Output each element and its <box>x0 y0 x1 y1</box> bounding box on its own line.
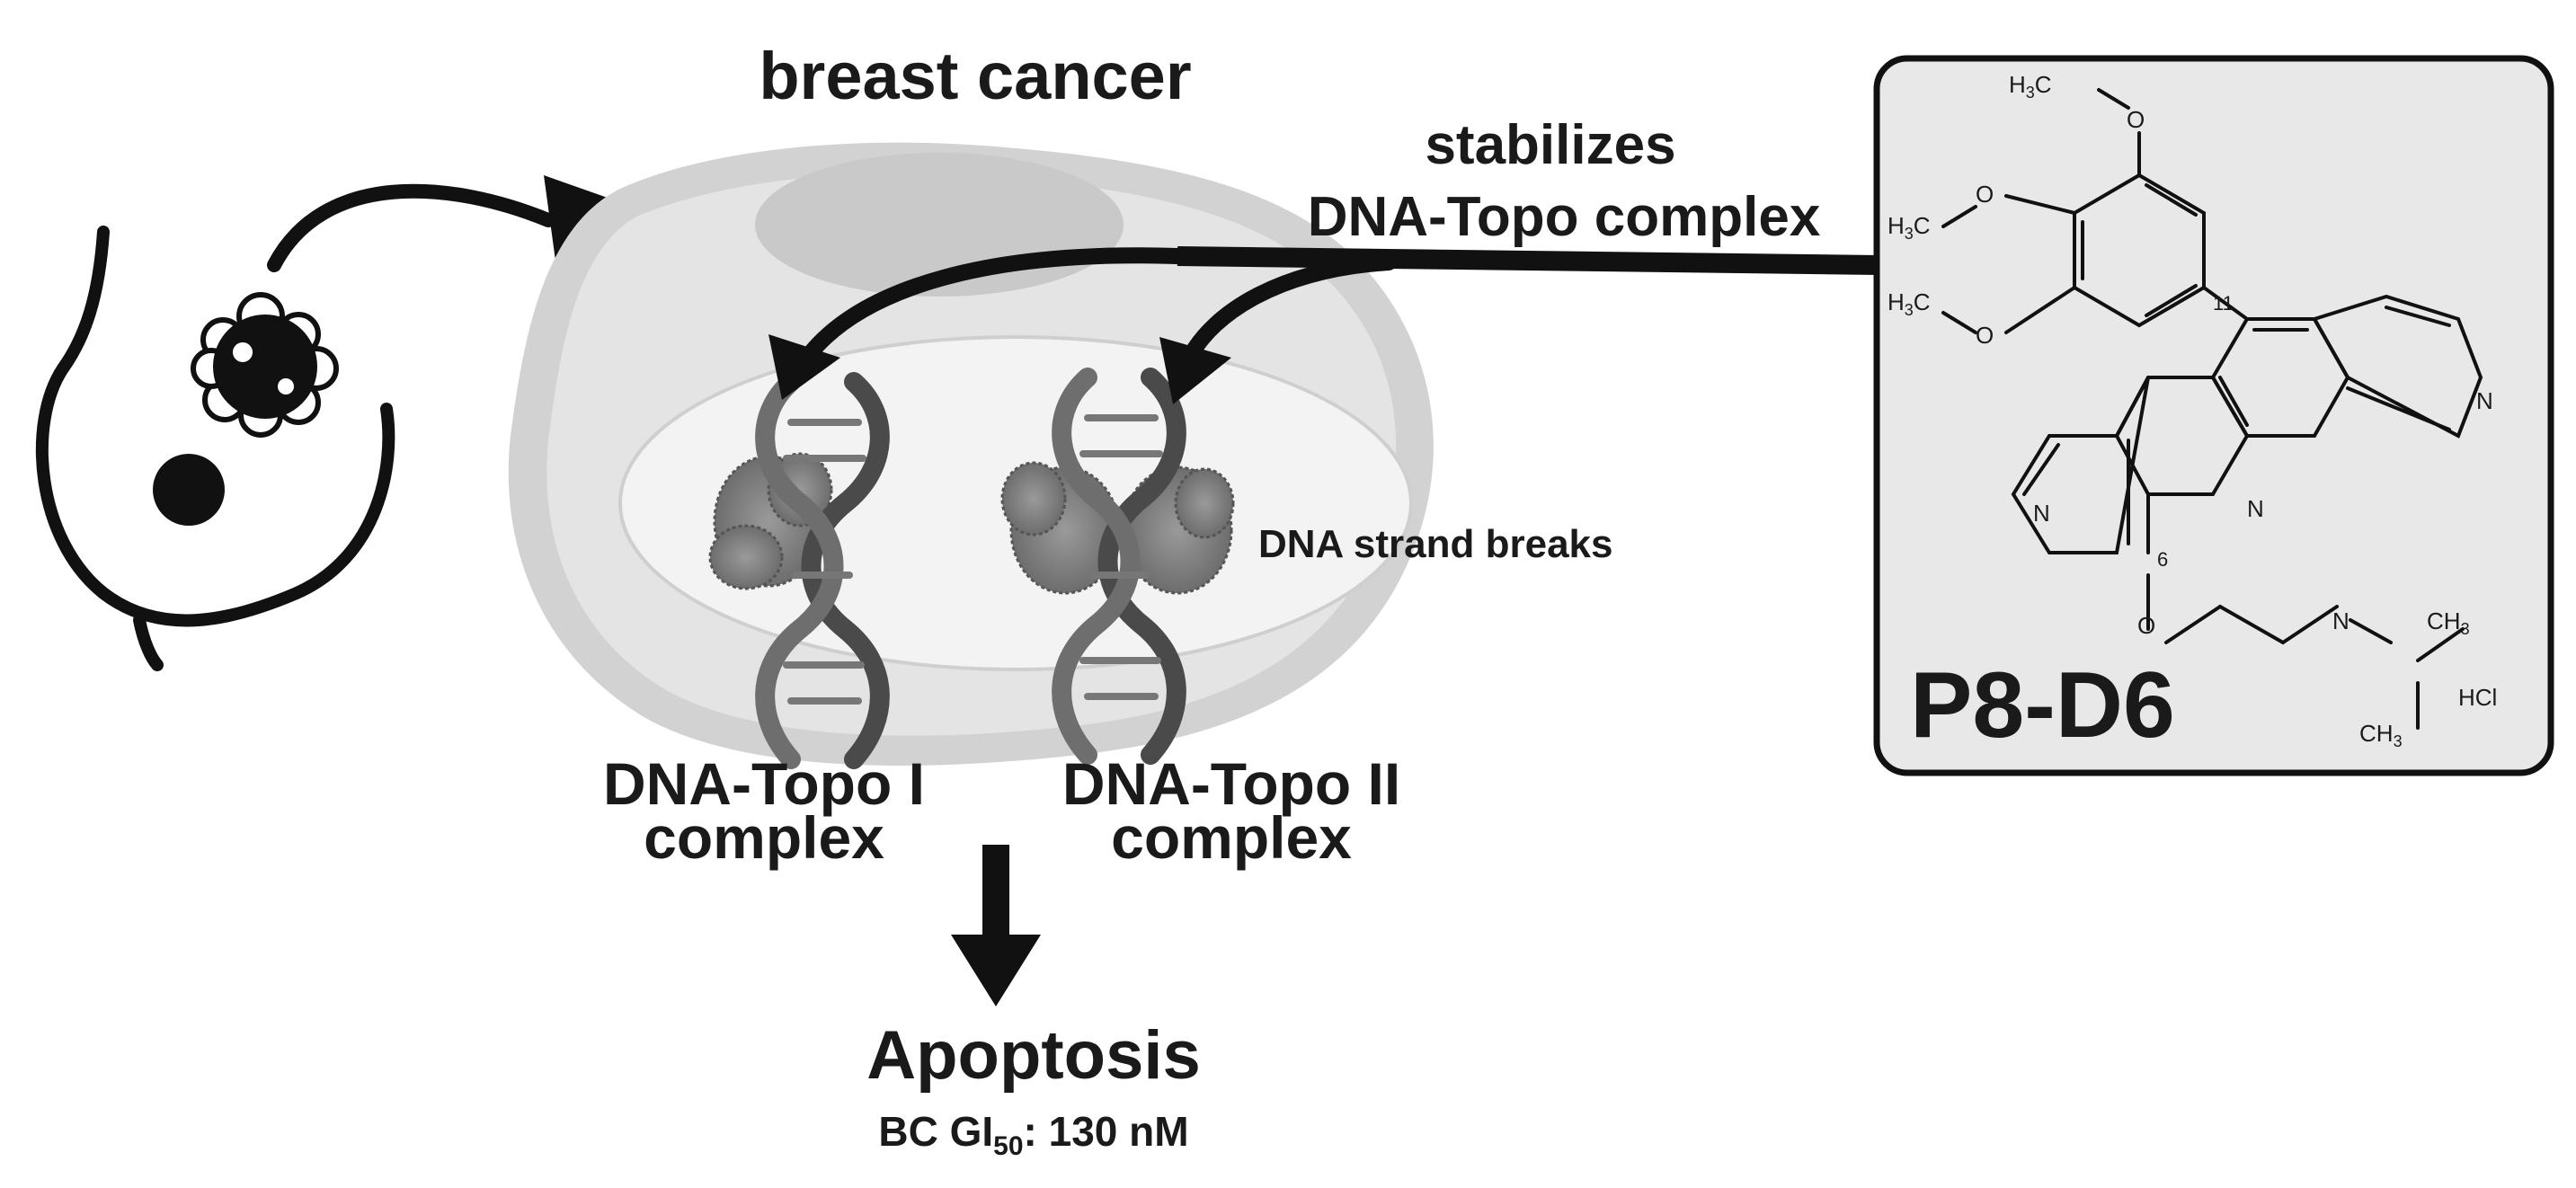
svg-text:O: O <box>1976 181 1994 208</box>
arrow-to-topo2-head <box>1159 337 1231 404</box>
arrow-to-topo1 <box>801 247 1186 363</box>
svg-text:O: O <box>2127 106 2145 133</box>
dna-topo-complex-label: DNA-Topo complex <box>1308 186 1821 248</box>
tumor-icon <box>191 292 339 438</box>
topo1-label-line2: complex <box>644 804 884 871</box>
compound-panel <box>1873 55 2554 776</box>
svg-text:11: 11 <box>2213 292 2234 315</box>
svg-text:N: N <box>2033 500 2050 527</box>
svg-text:CH3: CH3 <box>2427 607 2470 638</box>
dna-helix-2-icon <box>1052 368 1186 765</box>
compound-atom-labels: H3C O O H3C H3C O 11 N N N 6 O N CH3 CH3… <box>1888 71 2497 750</box>
svg-text:6: 6 <box>2157 548 2168 571</box>
topo2-label-line1: DNA-Topo II <box>1062 750 1400 817</box>
gi50-label: BC GI50: 130 nM <box>878 1108 1188 1161</box>
topo2-label-line2: complex <box>1111 804 1352 871</box>
arrow-to-topo1-head <box>768 334 840 400</box>
svg-text:H3C: H3C <box>2009 71 2052 102</box>
arrow-to-cell-head <box>544 175 620 261</box>
svg-text:H3C: H3C <box>1888 288 1931 319</box>
svg-text:O: O <box>2137 612 2155 639</box>
arrow-stabilize-main <box>1177 246 1879 275</box>
arrow-to-topo2 <box>1183 254 1397 363</box>
compound-structure <box>1941 88 2483 730</box>
svg-text:HCl: HCl <box>2458 684 2497 711</box>
nipple-icon <box>153 454 225 526</box>
svg-text:N: N <box>2332 607 2349 634</box>
topo1-label-line1: DNA-Topo I <box>603 750 925 817</box>
topo2-protein-icon <box>1000 461 1235 595</box>
topo1-protein-icon <box>708 452 833 590</box>
svg-text:N: N <box>2247 495 2264 522</box>
arrow-apoptosis-shaft <box>982 845 1009 944</box>
stabilizes-label: stabilizes <box>1425 114 1675 176</box>
apoptosis-label: Apoptosis <box>866 1017 1201 1094</box>
dna-strand-breaks-label: DNA strand breaks <box>1258 522 1613 566</box>
dna-helix-1-icon <box>755 372 890 769</box>
compound-name: P8-D6 <box>1910 653 2175 758</box>
breast-outline-icon <box>35 226 395 671</box>
arrow-to-cell <box>267 183 555 272</box>
svg-text:O: O <box>1976 322 1994 349</box>
arrow-apoptosis-head <box>951 935 1041 1006</box>
svg-text:CH3: CH3 <box>2359 720 2403 750</box>
svg-text:H3C: H3C <box>1888 212 1931 243</box>
svg-text:N: N <box>2476 387 2493 414</box>
breast-cancer-label: breast cancer <box>759 39 1191 113</box>
